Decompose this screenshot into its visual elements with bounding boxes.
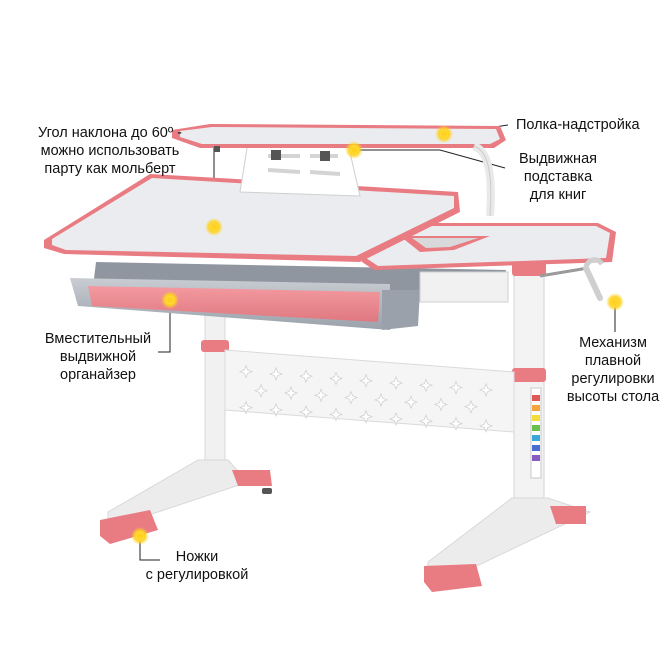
panel-star-cutout [238, 400, 254, 415]
panel-star-cutout [418, 414, 434, 429]
panel-star-cutout [328, 407, 344, 422]
panel-star-cutout [478, 382, 494, 397]
callout-dots [131, 125, 624, 545]
panel-star-cutout [298, 369, 314, 384]
panel-star-cutout [283, 385, 299, 401]
desk-fixed-top [362, 223, 616, 270]
crossbar-panel [224, 349, 515, 433]
dot-shelf [435, 125, 453, 143]
dot-mechanism [606, 293, 624, 311]
callout-tilt: Угол наклона до 60º - можно использовать… [38, 125, 182, 177]
panel-star-cutout [298, 405, 314, 420]
crank-handle [539, 257, 605, 301]
dot-tilt [205, 218, 223, 236]
panel-star-cutout [388, 375, 404, 391]
panel-star-cutout [463, 399, 479, 414]
panel-star-cutout [238, 364, 254, 379]
callout-organizer: Вместительный выдвижной органайзер [44, 331, 152, 383]
book-stand [235, 139, 361, 197]
panel-star-cutout [253, 383, 269, 398]
panel-star-cutout [403, 395, 419, 410]
dot-book-stand [345, 141, 363, 159]
leader-organizer [158, 300, 171, 353]
right-column [512, 261, 546, 503]
panel-star-cutout [433, 397, 449, 412]
panel-star-cutout [478, 418, 494, 433]
panel-star-cutout [448, 416, 464, 431]
callout-shelf: Полка-надстройка [516, 117, 640, 133]
callout-height-mechanism: Механизм плавной регулировки высоты стол… [566, 335, 660, 405]
panel-star-cutout [448, 380, 464, 395]
callout-legs: Ножки с регулировкой [145, 549, 249, 583]
panel-star-cutout [328, 371, 344, 386]
panel-star-cutout [418, 378, 434, 393]
shelf [172, 124, 506, 217]
drawer [70, 262, 509, 330]
panel-star-cutout [268, 366, 284, 381]
right-foot [424, 497, 592, 592]
dot-legs [131, 527, 149, 545]
dot-organizer [161, 291, 179, 309]
callout-book-stand: Выдвижная подставка для книг [519, 151, 597, 203]
panel-star-cutout [358, 373, 374, 388]
left-foot [100, 459, 272, 544]
panel-star-cutout [313, 388, 329, 403]
panel-star-cutout [358, 409, 374, 424]
panel-star-cutout [373, 392, 389, 407]
panel-star-cutout [268, 402, 284, 417]
panel-star-cutout [388, 411, 404, 427]
panel-star-cutout [343, 390, 359, 405]
